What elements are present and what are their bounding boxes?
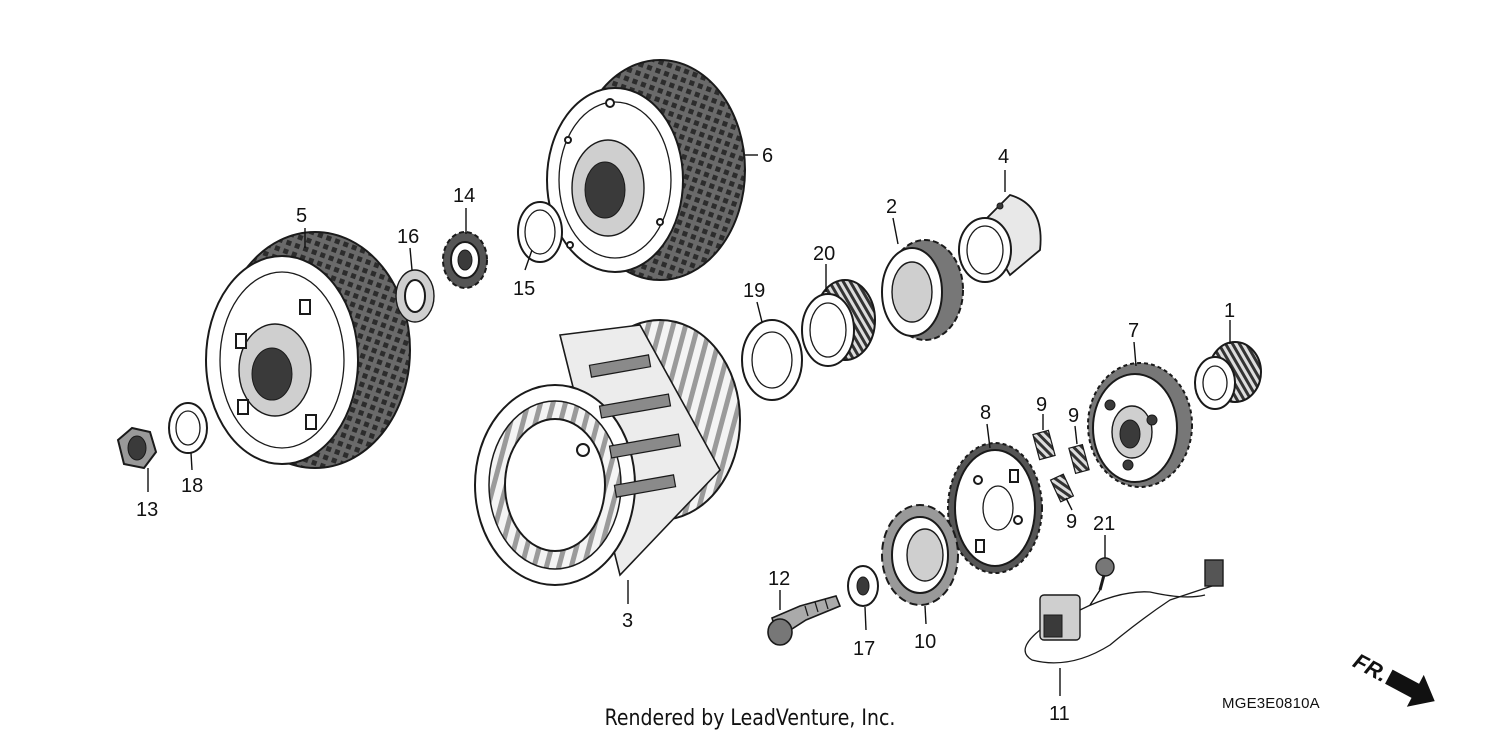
diagram-code: MGE3E0810A xyxy=(1222,695,1320,712)
part-19-washer xyxy=(741,319,803,401)
part-1-bearing xyxy=(1194,341,1262,410)
callout-2: 2 xyxy=(886,196,897,218)
part-2-collar-gear xyxy=(881,239,964,341)
callout-10: 10 xyxy=(914,631,936,653)
part-13-nut xyxy=(116,426,158,470)
callout-13: 13 xyxy=(136,499,158,521)
part-20-needle-bearing xyxy=(801,279,876,367)
callout-9-c: 9 xyxy=(1066,511,1077,533)
callout-5: 5 xyxy=(296,205,307,227)
callout-9-b: 9 xyxy=(1068,405,1079,427)
callout-21: 21 xyxy=(1093,513,1115,535)
callout-8: 8 xyxy=(980,402,991,424)
part-12-bolt xyxy=(767,595,842,646)
part-7-driven-gear xyxy=(1087,362,1193,488)
callout-1: 1 xyxy=(1224,300,1235,322)
part-9-spring-b xyxy=(1068,443,1090,475)
callout-19: 19 xyxy=(743,280,765,302)
arrow-right-icon xyxy=(1385,669,1435,707)
callout-11: 11 xyxy=(1049,703,1070,725)
callout-7: 7 xyxy=(1128,320,1139,342)
part-16-washer xyxy=(395,269,435,323)
part-9-spring-c xyxy=(1049,473,1075,503)
callout-9-a: 9 xyxy=(1036,394,1047,416)
callout-labels: 5 16 14 15 6 4 2 20 19 1 7 8 9 9 9 21 3 … xyxy=(136,145,1235,725)
part-21-screw xyxy=(1095,557,1115,591)
callout-14: 14 xyxy=(453,185,475,207)
part-14-sprocket xyxy=(442,231,488,289)
callout-4: 4 xyxy=(998,146,1009,168)
callout-16: 16 xyxy=(397,226,419,248)
render-credit: Rendered by LeadVenture, Inc. xyxy=(604,706,896,731)
part-3-clutch-basket xyxy=(474,319,741,586)
callout-18: 18 xyxy=(181,475,203,497)
callout-15: 15 xyxy=(513,278,535,300)
callout-6: 6 xyxy=(762,145,773,167)
part-5-clutch-drum xyxy=(205,231,411,469)
part-15-washer xyxy=(517,201,563,263)
front-marker-label: FR. xyxy=(1349,648,1392,687)
part-6-clutch-outer xyxy=(546,59,746,281)
part-10-ring xyxy=(881,504,959,606)
callout-12: 12 xyxy=(768,568,790,590)
callout-3: 3 xyxy=(622,610,633,632)
leader-lines xyxy=(147,154,1231,696)
part-18-washer xyxy=(168,402,208,454)
callout-17: 17 xyxy=(853,638,875,660)
part-17-washer xyxy=(847,565,879,607)
part-4-sleeve xyxy=(958,193,1042,283)
part-11-sensor-harness xyxy=(1024,559,1224,664)
part-8-plate-gear xyxy=(947,442,1043,574)
part-9-spring-a xyxy=(1032,429,1056,461)
callout-20: 20 xyxy=(813,243,835,265)
